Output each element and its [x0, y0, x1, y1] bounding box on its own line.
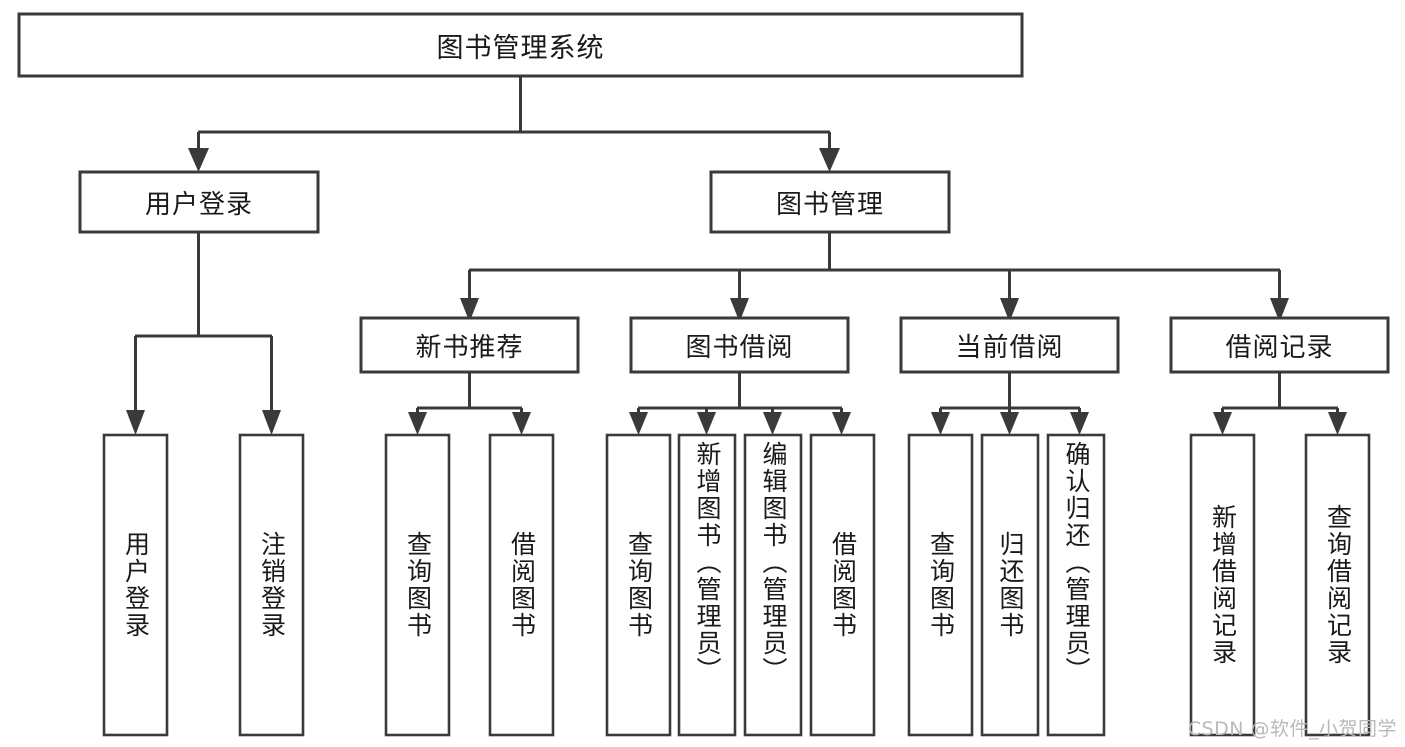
connector-currentborrow-to-leaves	[931, 372, 1089, 435]
node-box-leaf-query-book-2[interactable]	[605, 433, 672, 737]
connector-borrowrecord-to-leaves	[1213, 372, 1347, 435]
node-box-book-manage[interactable]	[709, 170, 951, 234]
node-box-leaf-confirm-return[interactable]	[1046, 433, 1106, 737]
node-box-leaf-query-book-1[interactable]	[384, 433, 451, 737]
node-box-leaf-query-record[interactable]	[1304, 433, 1371, 737]
node-box-new-book-recommend[interactable]	[359, 316, 580, 374]
node-box-leaf-borrow-book-1[interactable]	[488, 433, 555, 737]
node-box-leaf-return-book[interactable]	[980, 433, 1040, 737]
connector-root-to-level2	[188, 76, 840, 172]
connector-newbook-to-leaves	[408, 372, 531, 435]
node-box-leaf-user-login[interactable]	[102, 433, 169, 737]
node-box-leaf-add-record[interactable]	[1189, 433, 1256, 737]
node-box-borrow-record[interactable]	[1169, 316, 1390, 374]
node-box-book-borrow[interactable]	[629, 316, 850, 374]
node-box-leaf-edit-book[interactable]	[743, 433, 803, 737]
node-box-leaf-borrow-book-2[interactable]	[809, 433, 876, 737]
node-box-leaf-user-logout[interactable]	[238, 433, 305, 737]
connector-bookborrow-to-leaves	[629, 372, 851, 435]
connector-userlogin-to-leaves	[126, 232, 281, 435]
node-box-leaf-add-book[interactable]	[677, 433, 737, 737]
node-box-current-borrow[interactable]	[899, 316, 1120, 374]
node-box-leaf-query-book-3[interactable]	[907, 433, 974, 737]
node-box-root[interactable]	[17, 12, 1024, 78]
node-box-user-login[interactable]	[78, 170, 320, 234]
connector-bookmanage-to-level3	[460, 232, 1289, 322]
